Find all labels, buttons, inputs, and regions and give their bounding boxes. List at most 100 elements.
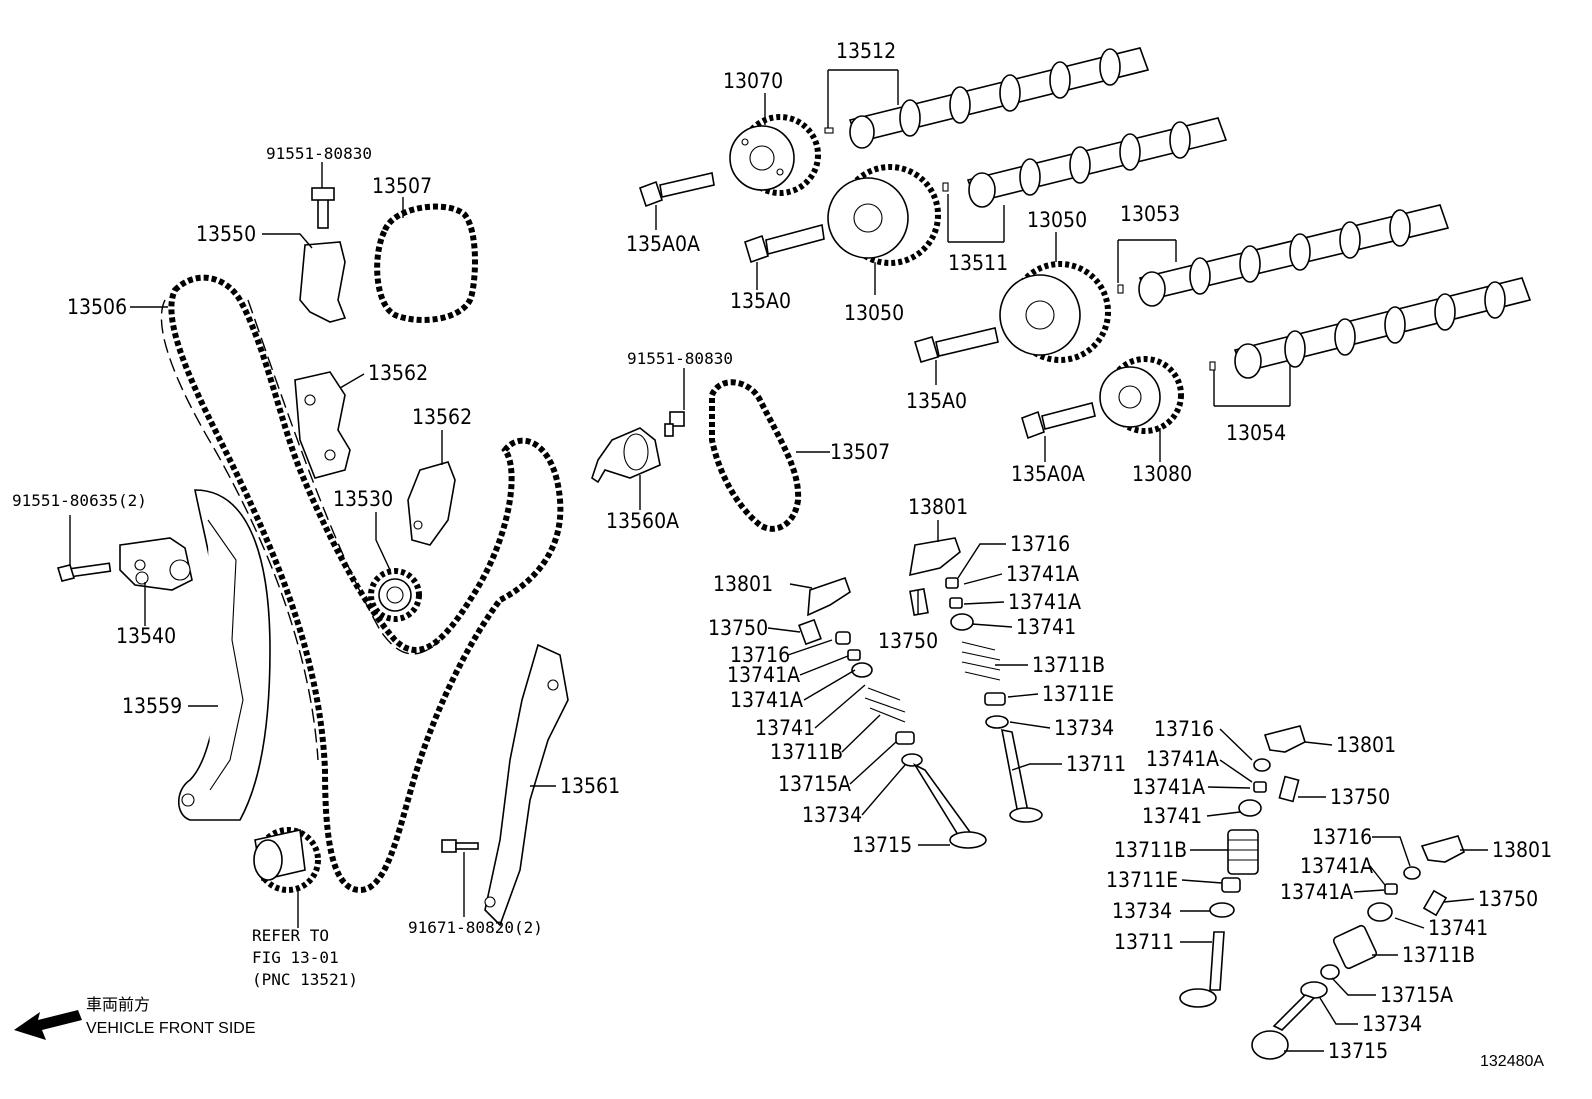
label-13715-b: 13715 xyxy=(1328,1039,1388,1063)
valve-group-1 xyxy=(798,576,987,849)
label-13512: 13512 xyxy=(836,39,896,63)
refer-note-line1: REFER TO xyxy=(252,926,329,945)
label-13750-a: 13750 xyxy=(708,616,768,640)
label-13711E-a: 13711E xyxy=(1042,682,1114,706)
label-13716-c: 13716 xyxy=(1154,717,1214,741)
vehicle-front-en: VEHICLE FRONT SIDE xyxy=(86,1020,256,1037)
chain-guide-13562-a xyxy=(294,371,351,479)
camshaft-13054 xyxy=(1209,277,1532,379)
arrow-left-icon xyxy=(14,1010,82,1040)
label-13734-b: 13734 xyxy=(802,803,862,827)
tensioner-13540 xyxy=(56,537,193,591)
small-chain-13507-b xyxy=(709,379,802,532)
label-13562-a: 13562 xyxy=(368,361,428,385)
label-13750-c: 13750 xyxy=(1330,785,1390,809)
label-13741A-h: 13741A xyxy=(1280,880,1353,904)
label-13507-a: 13507 xyxy=(372,174,432,198)
camshaft-13512 xyxy=(824,47,1150,149)
label-13715A-a: 13715A xyxy=(778,772,851,796)
tensioner-13560A xyxy=(591,411,685,484)
vvt-gear-13050-b xyxy=(999,261,1111,363)
vehicle-front-jp: 車両前方 xyxy=(86,996,150,1014)
label-13741A-d: 13741A xyxy=(730,688,803,712)
label-13711E-b: 13711E xyxy=(1106,868,1178,892)
bolt-135A0-a xyxy=(744,223,825,264)
label-13741-c: 13741 xyxy=(1142,804,1202,828)
label-91671-80820: 91671-80820(2) xyxy=(408,918,543,937)
label-13741A-c: 13741A xyxy=(727,663,800,687)
idler-sprocket-13530 xyxy=(368,568,422,622)
label-91551-80635: 91551-80635(2) xyxy=(12,491,147,510)
label-13711B-c: 13711B xyxy=(1114,838,1187,862)
label-13741A-f: 13741A xyxy=(1132,775,1205,799)
label-13741-d: 13741 xyxy=(1428,916,1488,940)
label-13715A-b: 13715A xyxy=(1380,983,1453,1007)
label-13741A-e: 13741A xyxy=(1146,747,1219,771)
label-13711B-b: 13711B xyxy=(770,740,843,764)
bolt-91671-80820 xyxy=(441,839,479,853)
label-13561: 13561 xyxy=(560,774,620,798)
label-13741-b: 13741 xyxy=(755,716,815,740)
label-13711-a: 13711 xyxy=(1066,752,1126,776)
crank-sprocket xyxy=(253,827,321,893)
chain-guide-13550 xyxy=(299,187,347,323)
label-13750-b: 13750 xyxy=(878,629,938,653)
label-13711B-a: 13711B xyxy=(1032,653,1105,677)
valve-group-2 xyxy=(909,537,1043,823)
label-13801-a: 13801 xyxy=(908,495,968,519)
label-13530: 13530 xyxy=(333,487,393,511)
label-13741A-b: 13741A xyxy=(1008,590,1081,614)
label-13741A-g: 13741A xyxy=(1300,854,1373,878)
figure-id: 132480A xyxy=(1480,1053,1544,1070)
label-13559: 13559 xyxy=(122,694,182,718)
label-13734-d: 13734 xyxy=(1362,1012,1422,1036)
chain-guide-13561 xyxy=(484,643,569,927)
label-13054: 13054 xyxy=(1226,421,1286,445)
label-135A0-a: 135A0 xyxy=(730,289,791,313)
part-labels: 13512 13070 91551-80830 13507 13550 135A… xyxy=(12,39,1552,1063)
bolt-135A0-b xyxy=(914,327,999,363)
label-13053: 13053 xyxy=(1120,202,1180,226)
chain-guide-13562-b xyxy=(407,461,456,546)
label-13550: 13550 xyxy=(196,222,256,246)
refer-note-line3: (PNC 13521) xyxy=(252,970,358,989)
vvt-gear-13070 xyxy=(729,114,821,196)
label-13506: 13506 xyxy=(67,295,127,319)
valve-group-3 xyxy=(1179,725,1306,1008)
bolt-135A0A-b xyxy=(1021,402,1096,440)
label-13540: 13540 xyxy=(116,624,176,648)
label-13711B-d: 13711B xyxy=(1402,943,1475,967)
timing-chain-13506 xyxy=(160,274,564,894)
label-13715-a: 13715 xyxy=(852,833,912,857)
label-13711-b: 13711 xyxy=(1114,930,1174,954)
label-13741A-a: 13741A xyxy=(1006,562,1079,586)
label-135A0A-a: 135A0A xyxy=(626,232,700,256)
label-13560A: 13560A xyxy=(606,509,679,533)
label-13801-b: 13801 xyxy=(713,572,773,596)
label-13734-a: 13734 xyxy=(1054,716,1114,740)
label-13750-d: 13750 xyxy=(1478,887,1538,911)
label-13741-a: 13741 xyxy=(1016,615,1076,639)
label-135A0-b: 135A0 xyxy=(906,389,967,413)
label-13716-a: 13716 xyxy=(1010,532,1070,556)
bolt-135A0A-a xyxy=(638,172,715,208)
refer-note-line2: FIG 13-01 xyxy=(252,948,339,967)
label-13562-b: 13562 xyxy=(412,405,472,429)
vvt-gear-13080 xyxy=(1099,356,1184,434)
notes: REFER TO FIG 13-01 (PNC 13521) 車両前方 VEHI… xyxy=(86,926,1544,1070)
small-chain-13507-a xyxy=(374,203,478,323)
vvt-gear-13050-a xyxy=(827,164,941,266)
label-13734-c: 13734 xyxy=(1112,899,1172,923)
label-91551-80830-a: 91551-80830 xyxy=(266,144,372,163)
label-13080: 13080 xyxy=(1132,462,1192,486)
label-13511: 13511 xyxy=(948,251,1008,275)
label-13050-a: 13050 xyxy=(844,301,904,325)
label-13070: 13070 xyxy=(723,69,783,93)
label-13050-b: 13050 xyxy=(1027,208,1087,232)
leader-lines xyxy=(69,69,1488,1052)
camshaft-13053 xyxy=(1117,204,1450,307)
label-135A0A-b: 135A0A xyxy=(1011,462,1085,486)
camshaft-13511 xyxy=(942,117,1228,208)
